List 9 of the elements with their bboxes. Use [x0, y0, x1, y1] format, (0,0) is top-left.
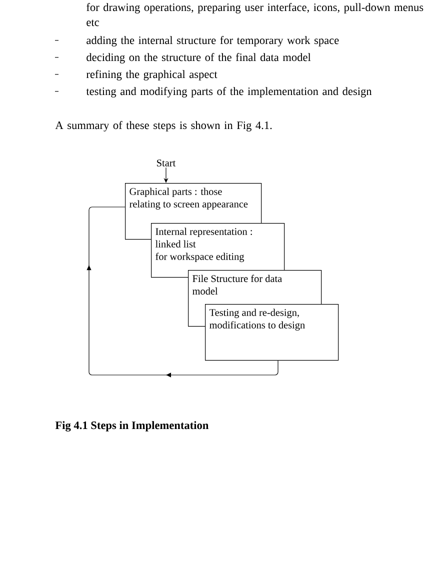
list-item: refining the graphical aspect — [86, 70, 218, 80]
start-label: Start — [157, 160, 176, 166]
paragraph: A summary of these steps is shown in Fig 4.1. — [55, 121, 272, 132]
list-item: testing and modifying parts of the implementation and design — [86, 87, 372, 98]
list-item: adding the internal structure for temporary work space — [86, 36, 339, 46]
feedback-arrow — [86, 206, 278, 378]
process-box: Testing and re-design, modifications to design — [205, 304, 339, 361]
list-item: deciding on the structure of the final data model — [86, 53, 311, 64]
figure-caption: Fig 4.1 Steps in Implementation — [55, 421, 209, 432]
